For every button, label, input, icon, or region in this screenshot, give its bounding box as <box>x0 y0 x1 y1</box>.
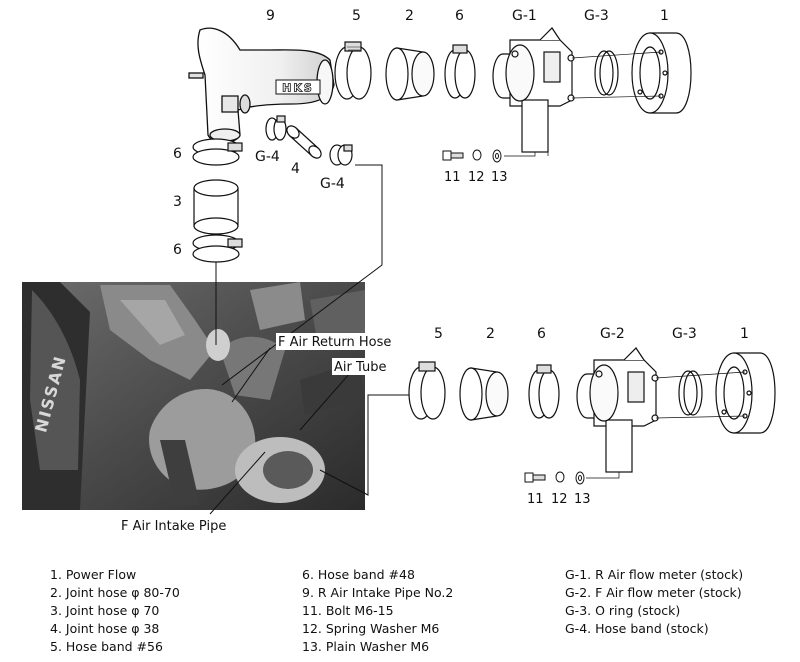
hose-band-6-left-upper <box>192 138 243 166</box>
label-13-bottom: 13 <box>574 492 591 507</box>
label-2-top: 2 <box>405 8 414 24</box>
label-3: 3 <box>173 194 182 210</box>
label-6-left-lower: 6 <box>173 242 182 258</box>
legend-item: 5. Hose band #56 <box>50 639 163 654</box>
engine-bay-photo <box>22 282 365 510</box>
air-flow-meter-g1 <box>492 27 575 153</box>
label-4: 4 <box>291 161 300 177</box>
legend-column-3: G-1. R Air flow meter (stock) G-2. F Air… <box>565 566 743 638</box>
joint-hose-2-bottom <box>459 367 509 421</box>
legend-item: 4. Joint hose φ 38 <box>50 621 160 636</box>
power-flow-1-top <box>631 32 692 114</box>
legend-column-1: 1. Power Flow 2. Joint hose φ 80-70 3. J… <box>50 566 180 656</box>
top-assembly-labels: 9 5 2 6 G-1 G-3 1 6 3 6 G-4 4 G-4 11 12 … <box>173 8 669 258</box>
label-2-bottom: 2 <box>486 326 495 342</box>
label-12-top: 12 <box>468 170 485 185</box>
legend-item: 2. Joint hose φ 80-70 <box>50 585 180 600</box>
air-flow-meter-g2 <box>576 347 659 473</box>
label-6-bottom: 6 <box>537 326 546 342</box>
joint-hose-4 <box>286 125 322 159</box>
hose-band-6-bottom <box>528 364 560 419</box>
hose-band-g4-lower <box>329 144 353 166</box>
label-g4-upper: G-4 <box>255 149 280 165</box>
legend-item: 9. R Air Intake Pipe No.2 <box>302 585 454 600</box>
label-6-top: 6 <box>455 8 464 24</box>
spring-washer-12-bottom <box>555 471 565 483</box>
label-g2: G-2 <box>600 326 625 342</box>
hose-band-g4-upper <box>265 115 287 141</box>
o-ring-g3-top <box>594 50 619 96</box>
power-flow-1-bottom <box>715 352 776 434</box>
legend-column-2: 6. Hose band #48 9. R Air Intake Pipe No… <box>302 566 453 656</box>
bottom-assembly-labels: 5 2 6 G-2 G-3 1 11 12 13 <box>434 326 749 507</box>
label-11-bottom: 11 <box>527 492 544 507</box>
spring-washer-12-top <box>472 149 482 161</box>
photo-leader-lines <box>209 164 410 515</box>
legend-item: 3. Joint hose φ 70 <box>50 603 160 618</box>
callout-air-tube: Air Tube <box>334 360 386 375</box>
label-5-bottom: 5 <box>434 326 443 342</box>
bolt-11-bottom <box>524 472 546 483</box>
bolt-11-top <box>442 150 464 161</box>
o-ring-g3-bottom <box>678 370 703 416</box>
legend-item: 1. Power Flow <box>50 567 137 582</box>
label-11-top: 11 <box>444 170 461 185</box>
hks-logo-text: HKS <box>282 82 314 95</box>
legend-item: 6. Hose band #48 <box>302 567 415 582</box>
bottom-guide-lines <box>586 371 746 479</box>
label-1-top: 1 <box>660 8 669 24</box>
label-9: 9 <box>266 8 275 24</box>
legend-item: G-3. O ring (stock) <box>565 603 681 618</box>
photo-callouts: F Air Return Hose Air Tube F Air Intake … <box>121 333 400 534</box>
joint-hose-2-top <box>385 47 435 101</box>
label-5-top: 5 <box>352 8 361 24</box>
joint-hose-3 <box>193 179 239 235</box>
hks-logo-plate: HKS <box>275 79 321 95</box>
plain-washer-13-bottom <box>575 471 585 485</box>
hose-band-6-top <box>444 44 476 99</box>
label-g4-lower: G-4 <box>320 176 345 192</box>
legend-item: 13. Plain Washer M6 <box>302 639 430 654</box>
label-g3-bottom: G-3 <box>672 326 697 342</box>
legend-item: G-1. R Air flow meter (stock) <box>565 567 744 582</box>
callout-intake-pipe: F Air Intake Pipe <box>121 519 226 534</box>
label-1-bottom: 1 <box>740 326 749 342</box>
label-g1: G-1 <box>512 8 537 24</box>
legend-item: 11. Bolt M6-15 <box>302 603 394 618</box>
plain-washer-13-top <box>492 149 502 163</box>
callout-return-hose: F Air Return Hose <box>278 335 391 350</box>
legend-item: G-2. F Air flow meter (stock) <box>565 585 742 600</box>
label-g3-top: G-3 <box>584 8 609 24</box>
hose-band-5-bottom <box>408 361 446 420</box>
label-12-bottom: 12 <box>551 492 568 507</box>
hose-band-5-top <box>334 41 372 100</box>
intake-pipe-9 <box>188 27 335 144</box>
legend-item: G-4. Hose band (stock) <box>565 621 709 636</box>
label-13-top: 13 <box>491 170 508 185</box>
legend-item: 12. Spring Washer M6 <box>302 621 440 636</box>
label-6-left-upper: 6 <box>173 146 182 162</box>
top-guide-lines <box>504 51 662 157</box>
hose-band-6-left-lower <box>192 234 243 263</box>
